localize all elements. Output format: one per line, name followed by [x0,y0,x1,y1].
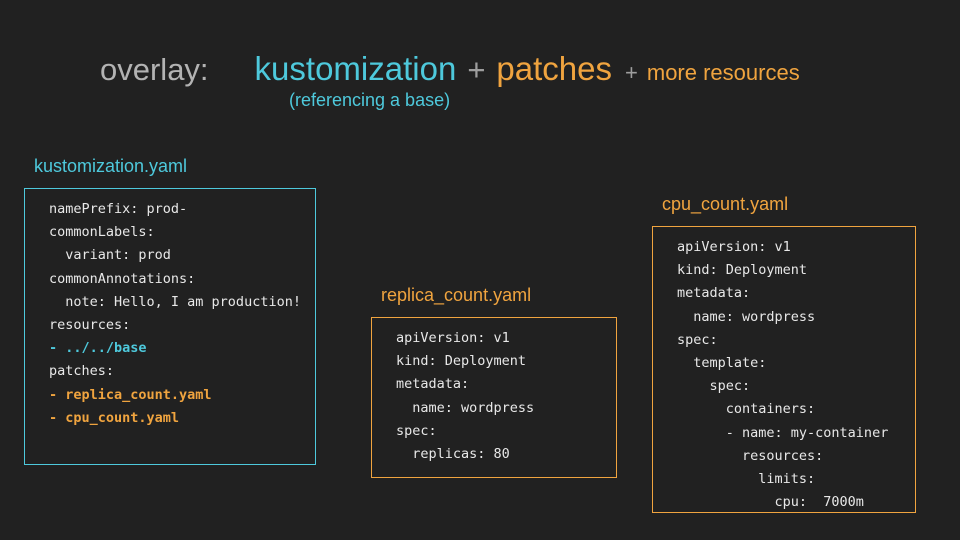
panel-cpu-count-label: cpu_count.yaml [662,194,789,214]
code-line: cpu: 7000m [677,494,864,511]
code-line: metadata: [677,285,751,302]
panel-kustomization: kustomization.yaml namePrefix: prod-comm… [24,155,316,465]
title-plus-2: + [625,60,638,85]
code-line: containers: [677,401,816,418]
code-line: patches: [49,363,115,380]
code-line: - name: my-container [677,424,889,441]
code-line: replicas: 80 [396,445,510,462]
code-line: metadata: [396,376,470,393]
title-more-resources: more resources [646,60,800,85]
title-kustomization: kustomization [254,50,457,87]
code-line: namePrefix: prod- [49,201,188,217]
code-line: note: Hello, I am production! [49,293,301,310]
code-line: name: wordpress [396,399,535,416]
code-line: spec: [396,422,437,439]
title-overlay: overlay: [100,52,209,87]
code-line: kind: Deployment [396,353,527,370]
panel-replica-count-label: replica_count.yaml [381,285,532,305]
title-patches: patches [496,50,613,87]
code-line: spec: [677,331,718,348]
panel-kustomization-label: kustomization.yaml [34,156,188,176]
code-line: resources: [49,316,131,333]
code-line: apiVersion: v1 [677,239,791,255]
code-line: - replica_count.yaml [49,386,212,403]
code-line: template: [677,354,767,371]
code-line: variant: prod [49,247,171,264]
panel-kustomization-code: namePrefix: prod-commonLabels: variant: … [49,198,305,430]
code-line: spec: [677,378,751,395]
panel-replica-count: replica_count.yaml apiVersion: v1 kind: D… [371,284,617,478]
code-line: kind: Deployment [677,262,808,279]
code-line: limits: [677,470,816,487]
slide-title: overlay: kustomization + patches + more … [100,50,800,88]
code-line: commonLabels: [49,224,155,241]
code-line: - cpu_count.yaml [49,409,180,426]
title-plus-1: + [467,52,486,87]
title-subtitle: (referencing a base) [289,90,451,110]
code-line: apiVersion: v1 [396,330,510,346]
code-line: resources: [677,447,824,464]
panel-kustomization-box: namePrefix: prod-commonLabels: variant: … [24,188,316,465]
panel-cpu-count: cpu_count.yaml apiVersion: v1 kind: Deplo… [652,193,916,513]
code-line: name: wordpress [677,308,816,325]
code-line: - ../../base [49,340,147,357]
code-line: commonAnnotations: [49,270,196,287]
